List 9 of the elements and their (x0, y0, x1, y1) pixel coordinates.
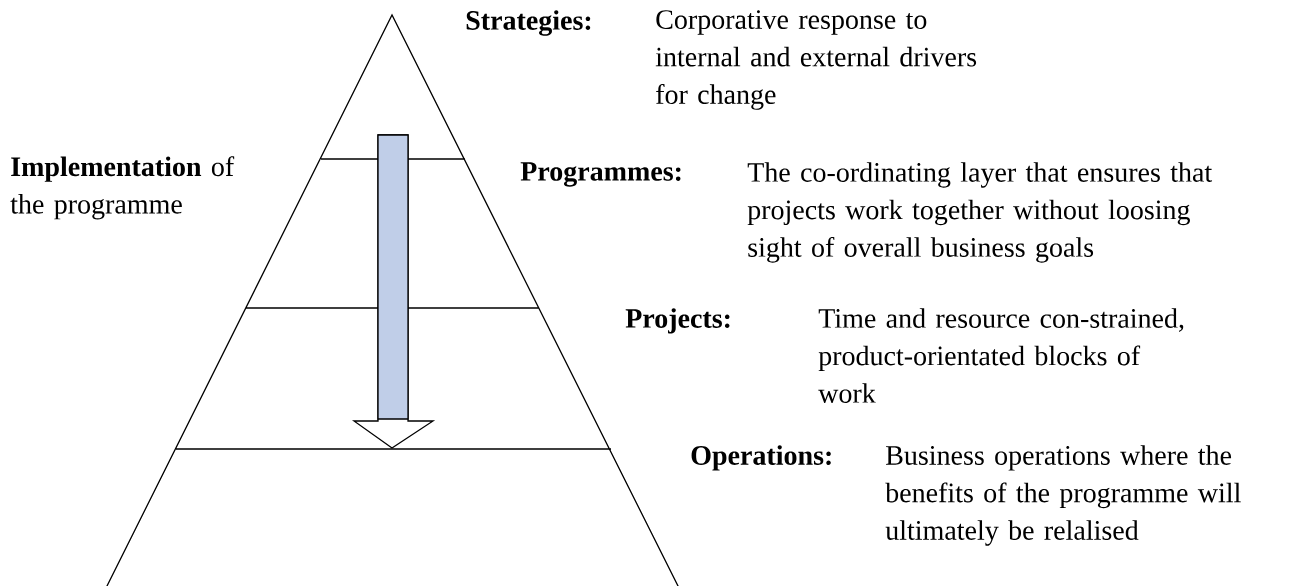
layer-description: The co-ordinating layer that ensures that projects work together without loosing sight of overall business goals (747, 162, 1213, 263)
layer-description: Business operations where the benefits of the programme will ultimately be relalised (885, 445, 1241, 546)
layer-heading: Operations: (691, 445, 831, 471)
layer-heading: Strategies: (466, 10, 591, 36)
layer-heading: Projects: (625, 308, 730, 334)
layer-description: Time and resource con-strained, product-orientated blocks of work (818, 308, 1184, 403)
layer-heading: Programmes: (520, 162, 681, 187)
layer-description: Corporative response to internal and external drivers for change (655, 10, 977, 110)
side-label: Implementation of the programme (10, 156, 235, 220)
